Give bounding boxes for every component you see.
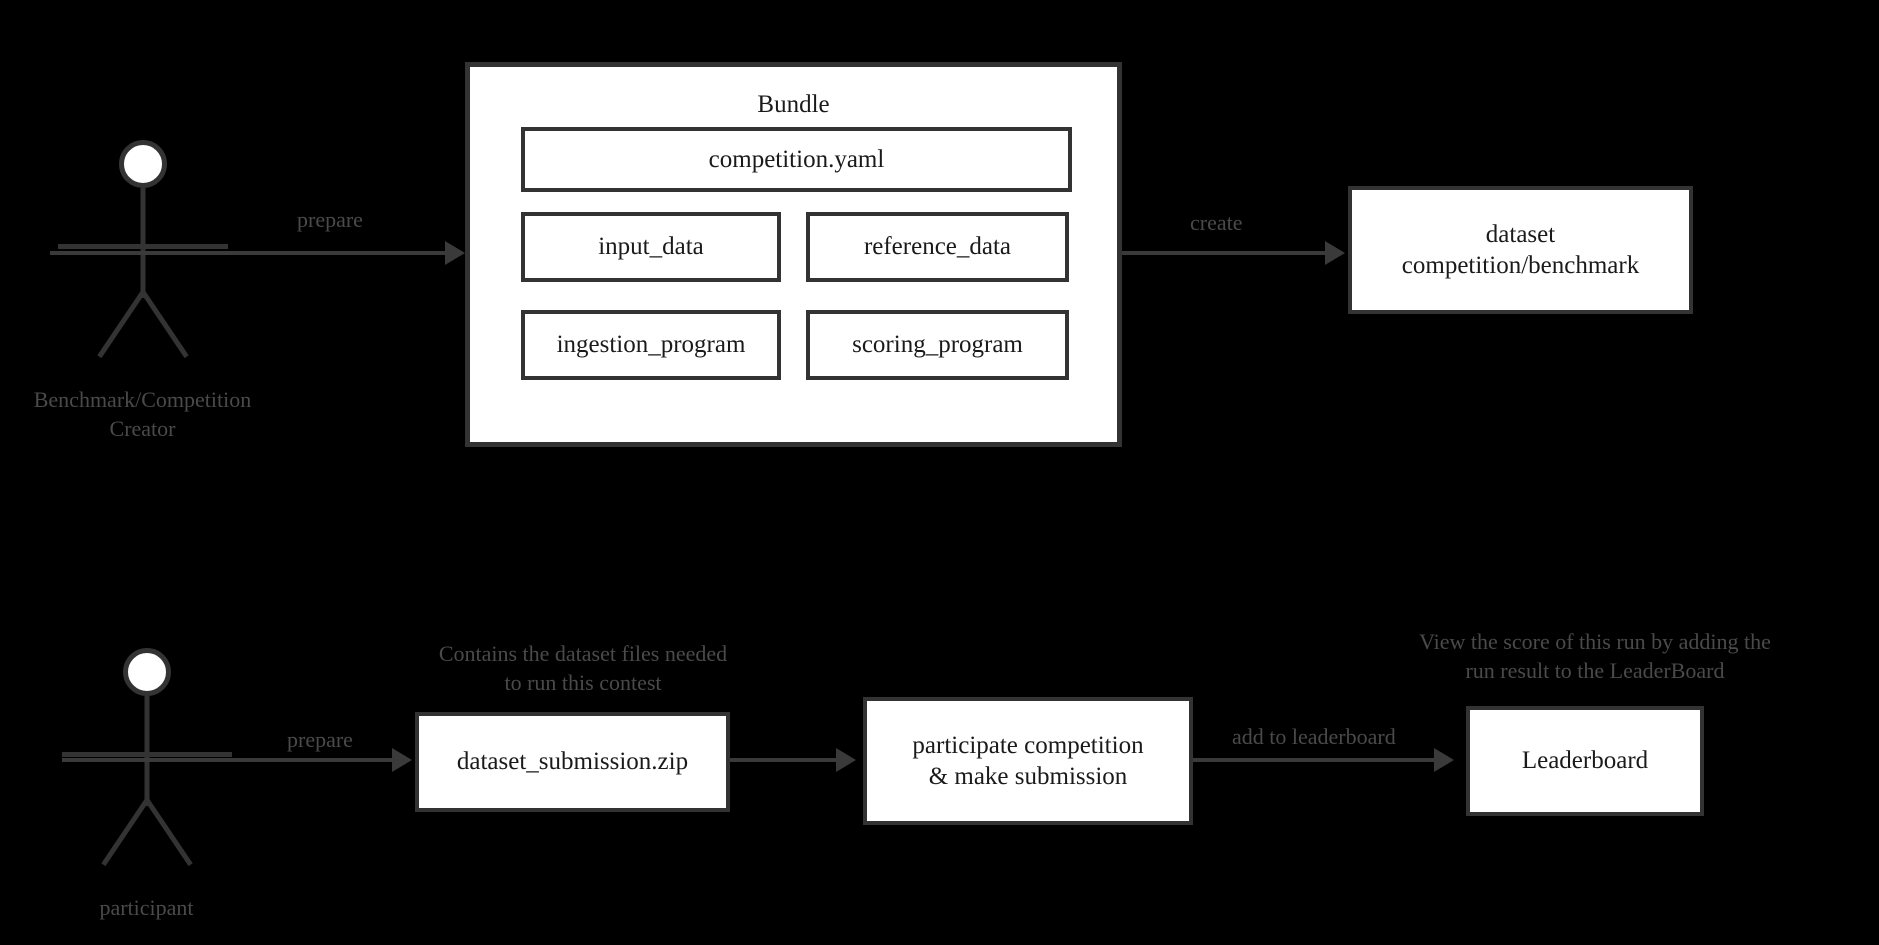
bundle-item-scoring-program[interactable]: scoring_program bbox=[806, 310, 1069, 380]
node-dataset-submission-zip-label: dataset_submission.zip bbox=[456, 748, 689, 776]
arrow-add-to-leaderboard-head-icon bbox=[1434, 748, 1454, 772]
node-participate-competition-label: participate competition & make submissio… bbox=[912, 731, 1144, 790]
bundle-item-competition-yaml-label: competition.yaml bbox=[708, 145, 885, 173]
arrow-participant-prepare-line bbox=[62, 758, 396, 762]
arrow-participant-prepare-head-icon bbox=[392, 748, 412, 772]
arrow-creator-prepare-head-icon bbox=[445, 241, 465, 265]
actor-leg-right-icon bbox=[144, 798, 193, 867]
bundle-container[interactable]: Bundle competition.yaml input_data refer… bbox=[465, 62, 1122, 447]
actor-body-icon bbox=[140, 188, 145, 298]
actor-participant-label: participant bbox=[99, 895, 194, 920]
node-leaderboard[interactable]: Leaderboard bbox=[1466, 706, 1704, 816]
bundle-item-scoring-program-label: scoring_program bbox=[852, 331, 1023, 359]
annotation-submission-note: Contains the dataset files needed to run… bbox=[438, 641, 728, 695]
bundle-item-reference-data-label: reference_data bbox=[863, 233, 1012, 261]
actor-leg-right-icon bbox=[140, 290, 189, 359]
actor-body-icon bbox=[144, 696, 149, 806]
actor-head-icon bbox=[122, 648, 171, 696]
actor-arms-icon bbox=[57, 244, 228, 249]
bundle-item-reference-data[interactable]: reference_data bbox=[806, 212, 1069, 282]
arrow-creator-prepare-line bbox=[50, 251, 450, 255]
arrow-zip-to-participate-head-icon bbox=[836, 748, 856, 772]
actor-creator-label: Benchmark/Competition Creator bbox=[33, 387, 252, 441]
actor-leg-left-icon bbox=[96, 290, 145, 359]
bundle-item-ingestion-program[interactable]: ingestion_program bbox=[521, 310, 781, 380]
actor-arms-icon bbox=[61, 752, 232, 757]
arrow-bundle-create-line bbox=[1122, 251, 1329, 255]
node-dataset-submission-zip[interactable]: dataset_submission.zip bbox=[415, 712, 730, 812]
bundle-title: Bundle bbox=[757, 91, 830, 118]
arrow-add-to-leaderboard-line bbox=[1193, 758, 1438, 762]
bundle-item-input-data-label: input_data bbox=[598, 233, 704, 261]
arrow-creator-prepare-label: prepare bbox=[297, 207, 363, 232]
bundle-item-input-data[interactable]: input_data bbox=[521, 212, 781, 282]
bundle-item-competition-yaml[interactable]: competition.yaml bbox=[521, 127, 1072, 192]
arrow-participant-prepare-label: prepare bbox=[287, 727, 353, 752]
actor-leg-left-icon bbox=[100, 798, 149, 867]
node-dataset-competition-benchmark[interactable]: dataset competition/benchmark bbox=[1348, 186, 1693, 314]
arrow-bundle-create-head-icon bbox=[1325, 241, 1345, 265]
actor-head-icon bbox=[118, 140, 167, 188]
arrow-bundle-create-label: create bbox=[1190, 210, 1243, 235]
node-participate-competition[interactable]: participate competition & make submissio… bbox=[863, 697, 1193, 825]
arrow-zip-to-participate-line bbox=[730, 758, 840, 762]
arrow-add-to-leaderboard-label: add to leaderboard bbox=[1232, 724, 1396, 749]
annotation-leaderboard-note: View the score of this run by adding the… bbox=[1419, 629, 1771, 683]
node-leaderboard-label: Leaderboard bbox=[1521, 747, 1649, 775]
bundle-item-ingestion-program-label: ingestion_program bbox=[556, 331, 746, 359]
node-dataset-label: dataset competition/benchmark bbox=[1401, 220, 1640, 279]
